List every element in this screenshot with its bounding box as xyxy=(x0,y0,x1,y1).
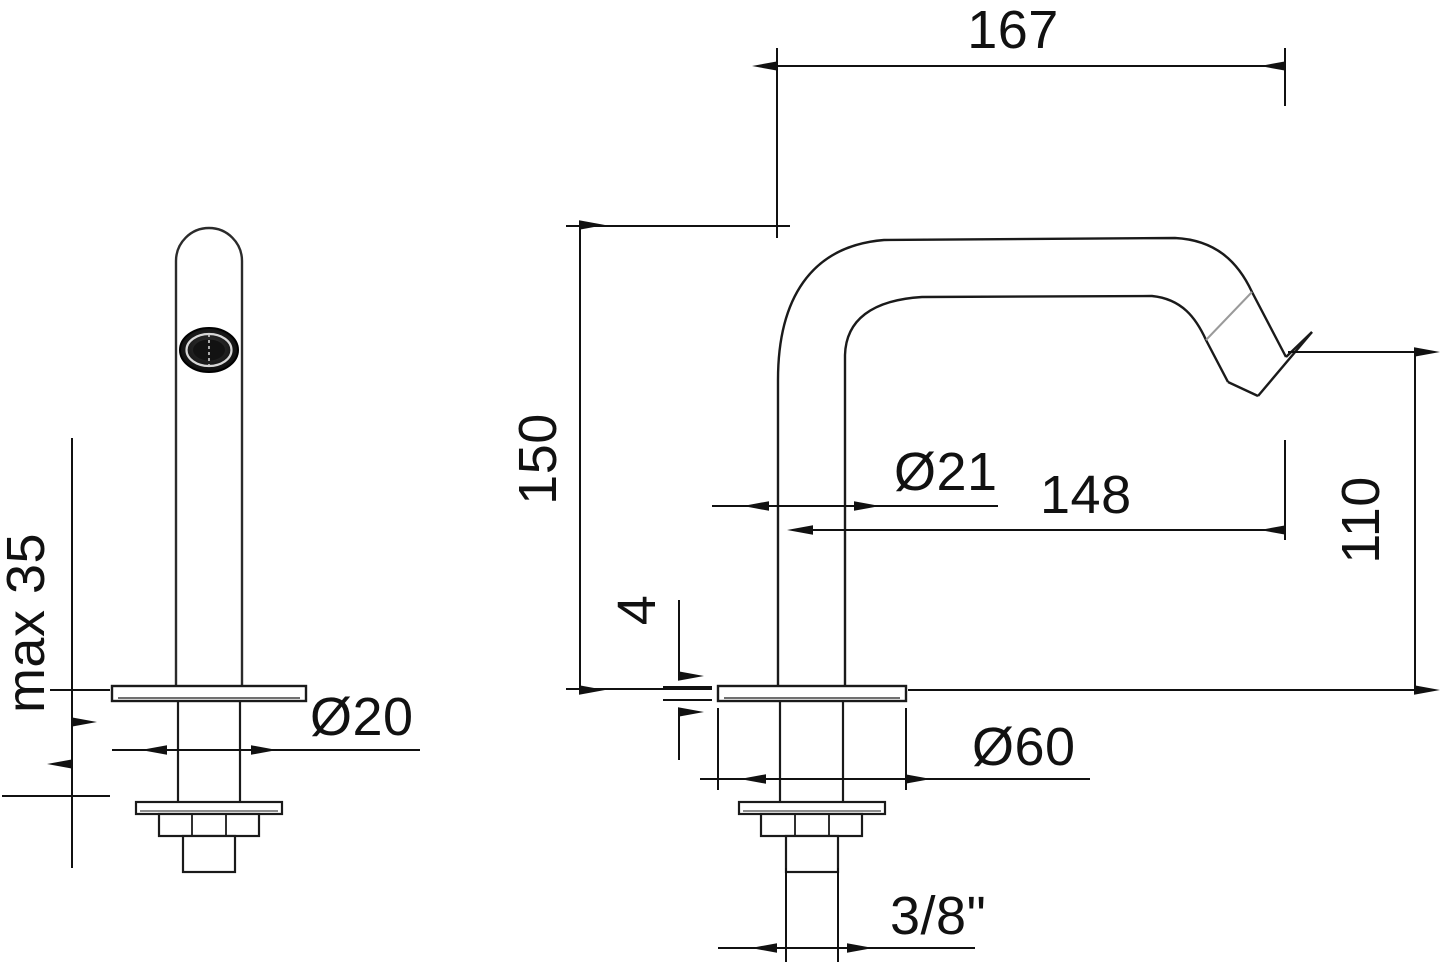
riser-tube-right xyxy=(776,355,847,688)
dimension-label-dia-60: Ø60 xyxy=(972,717,1076,777)
dimension-label-150: 150 xyxy=(508,413,568,505)
dimension-4: 4 xyxy=(607,595,712,760)
mounting-shank-right xyxy=(778,701,845,806)
dimension-dia-21: Ø21 xyxy=(712,442,998,511)
sensor-eye-icon xyxy=(179,327,239,373)
dimension-label-4: 4 xyxy=(607,595,667,626)
deck-flange-left xyxy=(110,684,308,703)
view-side-right: 167 150 Ø21 148 xyxy=(508,0,1440,962)
washer-plate-left xyxy=(134,800,284,816)
mounting-shank-left xyxy=(176,701,242,806)
dimension-dia-60: Ø60 xyxy=(700,708,1090,790)
fixing-nut-right xyxy=(759,812,864,838)
washer-plate-right xyxy=(737,800,887,816)
dimension-167: 167 xyxy=(752,0,1286,238)
dimension-110: 110 xyxy=(908,347,1440,695)
dimension-dia-20: Ø20 xyxy=(112,687,420,755)
dimension-label-148: 148 xyxy=(1040,465,1132,525)
spout-outer-contour xyxy=(776,236,1288,381)
dimension-label-110: 110 xyxy=(1331,476,1391,564)
threaded-tail-left xyxy=(181,834,237,874)
fixing-nut-left xyxy=(157,812,261,838)
dimension-150: 150 xyxy=(508,220,790,695)
deck-flange-right xyxy=(716,684,908,703)
dimension-label-dia-21: Ø21 xyxy=(894,442,998,502)
dimension-label-dia-20: Ø20 xyxy=(310,687,414,747)
view-side-left: max 35 Ø20 xyxy=(0,226,420,874)
dimension-label-167: 167 xyxy=(967,0,1059,60)
dimension-label-thread-38: 3/8" xyxy=(890,886,986,946)
dimension-max-35: max 35 xyxy=(0,438,110,868)
dimension-label-max-35: max 35 xyxy=(0,533,56,713)
spout-inner-contour xyxy=(843,294,1230,383)
dimension-thread-38: 3/8" xyxy=(718,868,986,962)
tap-body-outline-left xyxy=(174,226,244,700)
dimension-148: 148 xyxy=(787,440,1286,540)
